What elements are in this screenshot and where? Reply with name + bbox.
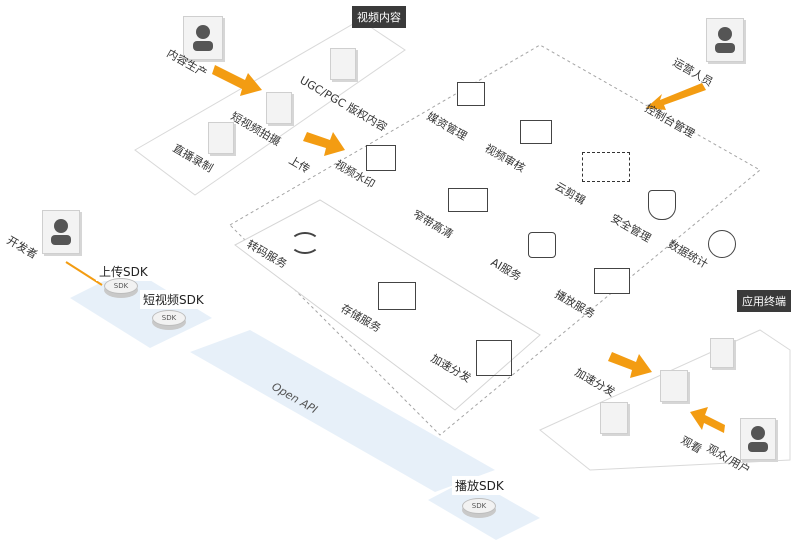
storage-icon [378,282,416,310]
arrow-accel [608,352,652,378]
monitor-device-icon [660,370,688,402]
arrow-watch [690,407,725,433]
cloud-edit-icon [582,152,630,182]
player-sdk-disc: SDK [462,498,496,514]
person-icon [193,25,213,51]
media-manage-icon [457,82,485,106]
upload-sdk-disc: SDK [104,278,138,294]
video-watermark-icon [366,145,396,171]
open-api-band [190,330,495,492]
shield-icon [648,190,676,220]
narrowband-hd-icon [448,188,488,212]
upload-sdk-label: 上传SDK [96,262,151,281]
video-content-tag: 视频内容 [352,6,406,28]
person-icon [715,27,735,53]
robot-icon [528,232,556,258]
video-review-icon [520,120,552,144]
player-sdk-label: 播放SDK [452,476,507,495]
live-record-device-icon [208,122,234,154]
developer-line [65,261,103,286]
content-producer-avatar [183,16,223,60]
refresh-icon [290,232,320,254]
short-video-sdk-label: 短视频SDK [140,290,207,309]
phone-device-icon [710,338,734,368]
network-icon [476,340,512,376]
arrow-console [646,83,706,110]
operator-avatar [706,18,744,62]
person-icon [748,426,768,452]
person-icon [51,219,71,245]
pie-chart-icon [708,230,736,258]
ugc-pgc-device-icon [330,48,356,80]
arrow-upload [303,132,345,156]
viewer-avatar [740,418,776,460]
short-video-device-icon [266,92,292,124]
short-video-sdk-disc: SDK [152,310,186,326]
play-service-icon [594,268,630,294]
app-terminal-tag: 应用终端 [737,290,791,312]
developer-avatar [42,210,80,254]
arrow-producer [212,65,262,96]
tablet-device-icon [600,402,628,434]
